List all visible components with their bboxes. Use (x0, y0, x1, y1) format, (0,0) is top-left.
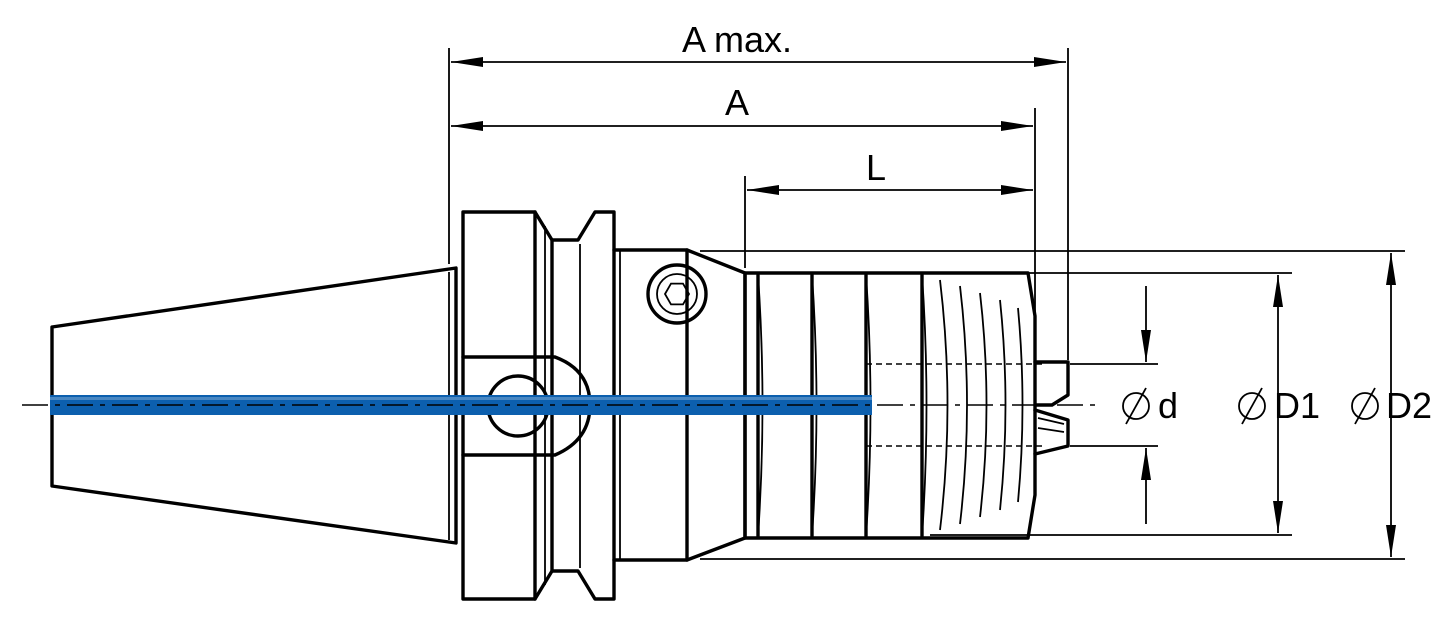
diameter-symbol-icon (1351, 387, 1379, 425)
hex-socket-screw-icon (646, 263, 708, 325)
label-a: A (725, 82, 749, 123)
diameter-symbol-icon (1238, 387, 1266, 425)
label-l: L (866, 147, 886, 188)
extension-lines (448, 48, 1405, 560)
label-a-max: A max. (682, 19, 792, 60)
dimension-a-max: A max. (451, 19, 1066, 67)
chuck-jaws (1033, 360, 1070, 456)
dimension-l: L (747, 147, 1033, 195)
diameter-symbol-icon (1122, 387, 1150, 425)
dimension-d1: D1 (1238, 275, 1320, 533)
label-d1: D1 (1274, 385, 1320, 426)
dimension-d2: D2 (1351, 253, 1432, 557)
label-d2: D2 (1386, 385, 1432, 426)
dimension-d: d (1122, 286, 1178, 524)
dimension-a: A (451, 82, 1033, 131)
label-d: d (1158, 385, 1178, 426)
